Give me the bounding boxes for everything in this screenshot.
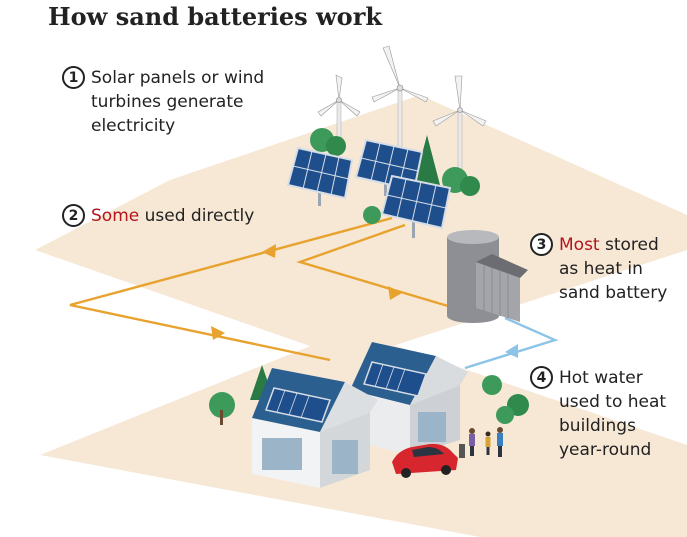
house-2 (350, 342, 468, 455)
step-4-line-1: Hot water (559, 368, 643, 388)
wind-turbine-2 (371, 45, 429, 184)
people (469, 427, 503, 457)
sand-battery-shed (476, 262, 520, 322)
ev-charger (459, 444, 465, 458)
wind-turbine-1 (317, 74, 361, 153)
step-3-highlight: Most (559, 235, 600, 255)
solar-array-1 (286, 146, 354, 206)
step-3-line-2: as heat in (559, 259, 643, 279)
step-3-label: Most stored as heat in sand battery (559, 233, 667, 305)
step-1-line-1: Solar panels or wind (91, 68, 265, 88)
step-1-label: Solar panels or wind turbines generate e… (91, 66, 264, 138)
step-4: 4 Hot water used to heat buildings year-… (530, 366, 666, 462)
step-3-line-3: sand battery (559, 283, 668, 303)
house-1-solar-panel (265, 387, 331, 423)
trees-generation (310, 128, 480, 224)
step-4-line-2: used to heat (559, 392, 667, 412)
step-2-number: 2 (62, 204, 85, 227)
step-4-line-4: year-round (559, 440, 652, 460)
step-2-rest: used directly (139, 206, 255, 226)
step-4-line-3: buildings (559, 416, 636, 436)
step-1-number: 1 (62, 66, 85, 89)
arrow-storage (388, 286, 402, 300)
arrow-direct-2 (211, 326, 225, 340)
step-1: 1 Solar panels or wind turbines generate… (62, 66, 264, 138)
sand-battery (447, 230, 528, 323)
power-line-direct (69, 216, 393, 362)
solar-array-3 (380, 174, 452, 238)
step-4-number: 4 (530, 366, 553, 389)
step-2-label: Some used directly (91, 204, 254, 228)
power-lines (69, 216, 449, 362)
step-3: 3 Most stored as heat in sand battery (530, 233, 667, 305)
water-line (464, 316, 559, 370)
house-2-solar-panel (363, 361, 427, 397)
step-1-line-2: turbines generate (91, 92, 244, 112)
step-2-highlight: Some (91, 206, 140, 226)
step-2: 2 Some used directly (62, 204, 254, 228)
house-1 (252, 368, 378, 488)
wind-turbine-3 (432, 75, 487, 191)
electric-car (392, 443, 458, 478)
step-4-label: Hot water used to heat buildings year-ro… (559, 366, 666, 462)
step-3-number: 3 (530, 233, 553, 256)
arrow-water (505, 344, 518, 358)
diagram-title: How sand batteries work (48, 2, 382, 31)
step-1-line-3: electricity (91, 116, 176, 136)
step-3-rest: stored (599, 235, 659, 255)
arrow-direct-1 (262, 244, 276, 258)
